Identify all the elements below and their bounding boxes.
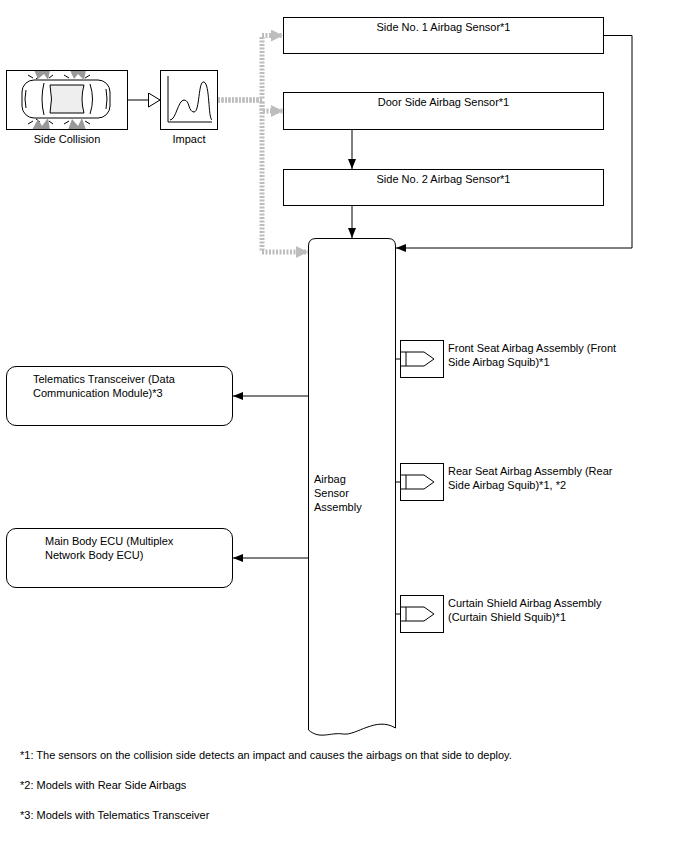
signal-line [352, 130, 353, 169]
node-label: Impact [161, 133, 217, 147]
node-label: Side Collision [7, 133, 127, 147]
node-label: Side No. 1 Airbag Sensor*1 [292, 21, 595, 35]
node-label: Airbag Sensor Assembly [314, 473, 372, 515]
sensor-box: Side No. 1 Airbag Sensor*1 [283, 17, 604, 54]
signal-line [233, 396, 308, 397]
sensor-assembly: Airbag Sensor Assembly [308, 238, 396, 738]
signal-line [352, 206, 353, 238]
ecu-box: Telematics Transceiver (Data Communicati… [6, 366, 233, 426]
airbag-squib: Front Seat Airbag Assembly (Front Side A… [400, 340, 640, 378]
node-label: Curtain Shield Airbag Assembly (Curtain … [448, 595, 628, 625]
node-label: Front Seat Airbag Assembly (Front Side A… [448, 340, 628, 370]
squib-symbol [400, 340, 444, 378]
node-label: Telematics Transceiver (Data Communicati… [33, 373, 198, 401]
footnote: *1: The sensors on the collision side de… [20, 749, 512, 763]
ecu-box: Main Body ECU (Multiplex Network Body EC… [6, 528, 233, 588]
squib-connector-box [400, 340, 444, 378]
node-label: Door Side Airbag Sensor*1 [292, 96, 595, 110]
sensor-box: Door Side Airbag Sensor*1 [283, 92, 604, 130]
impact-graph [168, 76, 212, 122]
airbag-squib: Curtain Shield Airbag Assembly (Curtain … [400, 595, 640, 633]
collision-picture-box: Side Collision [6, 70, 128, 130]
node-label: Main Body ECU (Multiplex Network Body EC… [45, 535, 195, 563]
car-illustration [22, 70, 110, 130]
footnote: *3: Models with Telematics Transceiver [20, 809, 209, 823]
node-label: Side No. 2 Airbag Sensor*1 [292, 173, 595, 187]
squib-symbol [400, 595, 444, 633]
node-label: Rear Seat Airbag Assembly (Rear Side Air… [448, 463, 628, 493]
squib-connector-box [400, 463, 444, 501]
impact-graph-box: Impact [160, 70, 218, 130]
sensor-box: Side No. 2 Airbag Sensor*1 [283, 169, 604, 206]
signal-line [396, 36, 632, 249]
impact-signal-arrow [218, 36, 283, 101]
signal-line [128, 100, 160, 101]
signal-line [233, 558, 308, 559]
squib-connector-box [400, 595, 444, 633]
squib-symbol [400, 463, 444, 501]
airbag-squib: Rear Seat Airbag Assembly (Rear Side Air… [400, 463, 640, 501]
footnote: *2: Models with Rear Side Airbags [20, 779, 186, 793]
